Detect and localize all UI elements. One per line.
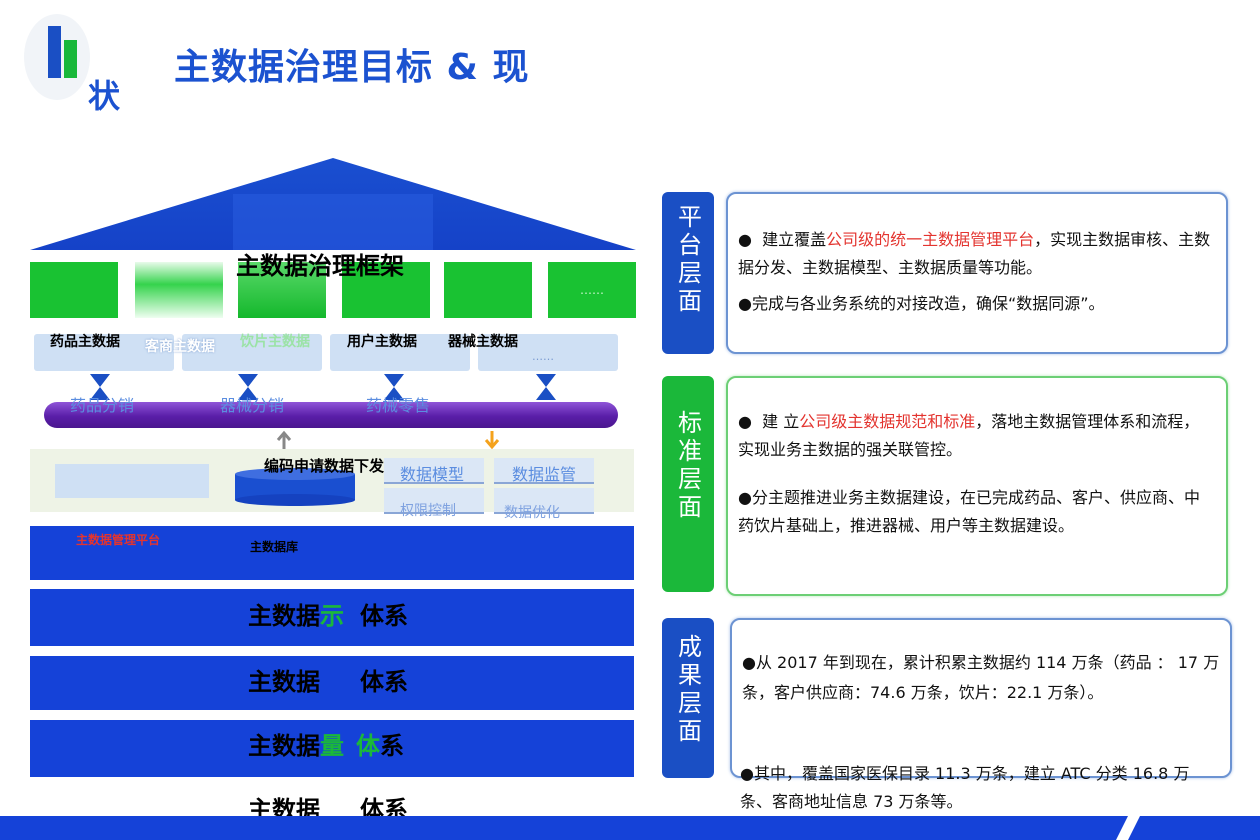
data-panel <box>478 334 618 371</box>
mini-label: 数据优化 <box>504 505 560 521</box>
panel-label-drug: 药品主数据 <box>50 334 120 350</box>
mini-label: 权限控制 <box>400 503 456 519</box>
layer-row <box>30 589 634 646</box>
module-block: …… <box>548 262 636 318</box>
standard-point-1: ● 建 立公司级主数据规范和标准，落地主数据管理体系和流程，实现业务主数据的强关… <box>738 412 1200 459</box>
layer-row-text: 主数据体系 <box>248 668 408 696</box>
standard-point-2: ●分主题推进业务主数据建设，在已完成药品、客户、供应商、中药饮片基础上，推进器械… <box>738 488 1200 535</box>
platform-level-panel: ● 建立覆盖公司级的统一主数据管理平台，实现主数据审核、主数据分发、主数据模型、… <box>726 192 1228 354</box>
connector-icon <box>238 374 258 400</box>
module-block <box>444 262 532 318</box>
connector-icon <box>90 374 110 400</box>
module-more-dots: …… <box>580 283 604 297</box>
logo-bar-icon <box>64 40 77 78</box>
arrow-up-icon <box>276 430 292 449</box>
module-block <box>342 262 430 318</box>
platform-box <box>55 464 209 498</box>
footer-accent <box>1116 816 1140 840</box>
result-level-panel: ●从 2017 年到现在，累计积累主数据约 114 万条（药品 ： 17 万条，… <box>730 618 1232 778</box>
mini-box <box>384 458 484 484</box>
module-block <box>30 262 118 318</box>
mini-box <box>384 488 484 514</box>
mini-label: 数据监管 <box>512 465 577 484</box>
pipe-label: 药品分销 <box>70 396 135 415</box>
connector-icon <box>536 374 556 400</box>
module-block <box>238 262 326 318</box>
panel-label-user: 用户主数据 <box>347 334 417 350</box>
platform-label: 主数据管理平台 <box>76 533 161 547</box>
layer-row-text: 主数据示体系 <box>248 602 408 630</box>
platform-point-1: ● 建立覆盖公司级的统一主数据管理平台，实现主数据审核、主数据分发、主数据模型、… <box>738 230 1211 277</box>
mini-box <box>494 458 594 484</box>
connector-icon <box>384 374 404 400</box>
data-panel <box>330 334 470 371</box>
pipe-label: 器械分销 <box>220 396 285 415</box>
arrow-down-icon <box>484 431 500 450</box>
mini-box <box>494 488 594 514</box>
panel-label-device: 器械主数据 <box>448 334 518 350</box>
db-label: 主数据库 <box>250 540 299 554</box>
logo-bar-icon <box>48 26 61 78</box>
mini-label: 数据模型 <box>400 465 465 484</box>
layer-row <box>30 656 634 710</box>
pipe-label: 药械零售 <box>366 396 431 415</box>
result-point-1: ●从 2017 年到现在，累计积累主数据约 114 万条（药品 ： 17 万条，… <box>742 653 1220 702</box>
data-panel <box>34 334 174 371</box>
page-title: 主数据治理目标 & 现 <box>174 47 530 88</box>
platform-point-2: ●完成与各业务系统的对接改造，确保“数据同源”。 <box>738 294 1105 313</box>
data-panel <box>182 334 322 371</box>
tab-platform-level: 平台层面 <box>662 192 714 354</box>
roof-shape <box>30 158 636 250</box>
data-bus-pipe <box>44 402 618 428</box>
layer-row <box>30 526 634 580</box>
module-block <box>135 262 223 318</box>
database-icon <box>235 468 355 506</box>
standard-level-panel: ● 建 立公司级主数据规范和标准，落地主数据管理体系和流程，实现业务主数据的强关… <box>726 376 1228 596</box>
result-point-2: ●其中，覆盖国家医保目录 11.3 万条，建立 ATC 分类 16.8 万条、客… <box>740 764 1190 811</box>
layer-row-text: 主数据量体系 <box>248 732 404 760</box>
panel-label-merchant: 客商主数据 <box>145 339 215 355</box>
footer-bar <box>0 816 1260 840</box>
tab-standard-level: 标准层面 <box>662 376 714 592</box>
layer-row <box>30 720 634 777</box>
band-label: 编码申请数据下发 <box>264 457 385 475</box>
tab-result-level: 成果层面 <box>662 618 714 778</box>
framework-title: 主数据治理框架 <box>236 252 404 280</box>
panel-label-decoction: 饮片主数据 <box>240 334 310 350</box>
panel-more-dots: …… <box>532 350 554 363</box>
logo-character: 状 <box>88 77 121 115</box>
